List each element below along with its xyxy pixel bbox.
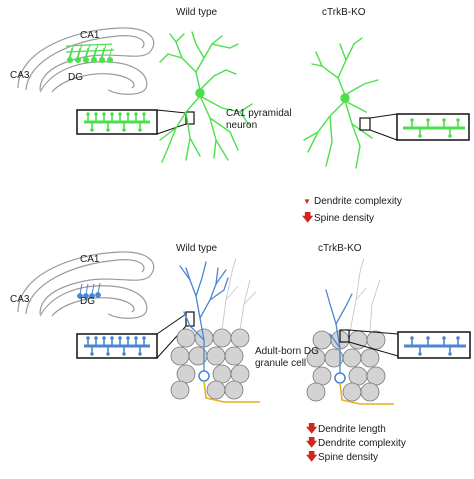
granule-cell-wt: [179, 261, 229, 375]
down-arrow-icon: 🡇: [306, 451, 318, 463]
cell-type-label: Adult-born DG granule cell: [255, 346, 319, 369]
spine-segment-ko-bottom: [404, 335, 466, 357]
effect-text: Dendrite complexity: [314, 196, 402, 207]
hippocampus-outline-top: [17, 27, 155, 95]
callout-line: [156, 123, 187, 135]
effect-spine-density-top: 🡇 Spine density: [302, 209, 374, 228]
callout-line: [156, 313, 187, 335]
spine-segment-ko-top: [403, 117, 465, 139]
down-arrow-icon: 🡇: [306, 437, 318, 449]
effect-text: Dendrite length: [318, 424, 386, 435]
region-label-ca1: CA1: [80, 30, 100, 41]
cell-label-line1: Adult-born DG: [255, 346, 319, 357]
down-arrow-icon: 🡇: [306, 423, 318, 435]
region-label-dg: DG: [80, 296, 95, 307]
callout-line: [369, 129, 398, 141]
spine-segment-wt-bottom: [84, 335, 150, 357]
callout-line: [369, 113, 398, 119]
callout-line: [348, 341, 399, 357]
ca1-neuron-ko: [303, 37, 379, 169]
effect-dendrite-length-bottom: 🡇 Dendrite length: [306, 420, 386, 439]
region-label-ca3: CA3: [10, 70, 30, 81]
dg-granule-cluster-bottom: [77, 282, 101, 299]
effect-text: Dendrite complexity: [318, 438, 406, 449]
panel-title-ctrkb-ko: cTrkB-KO: [318, 243, 362, 254]
panel-title-ctrkb-ko: cTrkB-KO: [322, 7, 366, 18]
granule-cell-ko: [325, 289, 353, 377]
ca1-neuron-wt: [159, 31, 253, 163]
down-arrow-icon: 🡇: [302, 212, 314, 224]
callout-line: [156, 109, 187, 114]
ca1-neuron-cluster-top: [65, 43, 115, 63]
spine-segment-wt-top: [84, 111, 150, 133]
cell-label-line2: granule cell: [255, 357, 307, 369]
background-neurons-wt: [221, 257, 257, 331]
axon-ko: [339, 382, 394, 405]
granule-cell-layer-wt: [170, 328, 250, 400]
region-label-ca1: CA1: [80, 254, 100, 265]
axon-wt: [203, 380, 260, 403]
effect-text: Spine density: [318, 452, 379, 463]
zoom-region-box: [185, 111, 195, 125]
granule-cell-body-wt: [198, 370, 210, 382]
effect-dendrite-complexity-top: ▼ Dendrite complexity: [302, 196, 402, 207]
region-label-dg: DG: [68, 72, 83, 83]
zoom-region-box: [359, 117, 371, 131]
neuron-type-label: CA1 pyramidal neuron: [226, 108, 292, 131]
granule-cell-body-ko: [334, 372, 346, 384]
small-down-arrow-icon: ▼: [303, 197, 311, 206]
zoom-region-box: [339, 329, 350, 343]
background-neurons-ko: [349, 257, 381, 333]
neuron-label-line1: CA1 pyramidal: [226, 108, 292, 119]
granule-cell-layer-ko: [306, 330, 386, 402]
callout-line: [348, 329, 399, 335]
effect-dendrite-complexity-bottom: 🡇 Dendrite complexity: [306, 434, 406, 453]
neuron-label-line2: neuron: [226, 119, 258, 131]
region-label-ca3: CA3: [10, 294, 30, 305]
panel-title-wild-type: Wild type: [176, 7, 218, 18]
effect-spine-density-bottom: 🡇 Spine density: [306, 448, 378, 467]
panel-title-wild-type: Wild type: [176, 243, 218, 254]
effect-text: Spine density: [314, 213, 375, 224]
hippocampus-outline-bottom: [17, 251, 155, 319]
